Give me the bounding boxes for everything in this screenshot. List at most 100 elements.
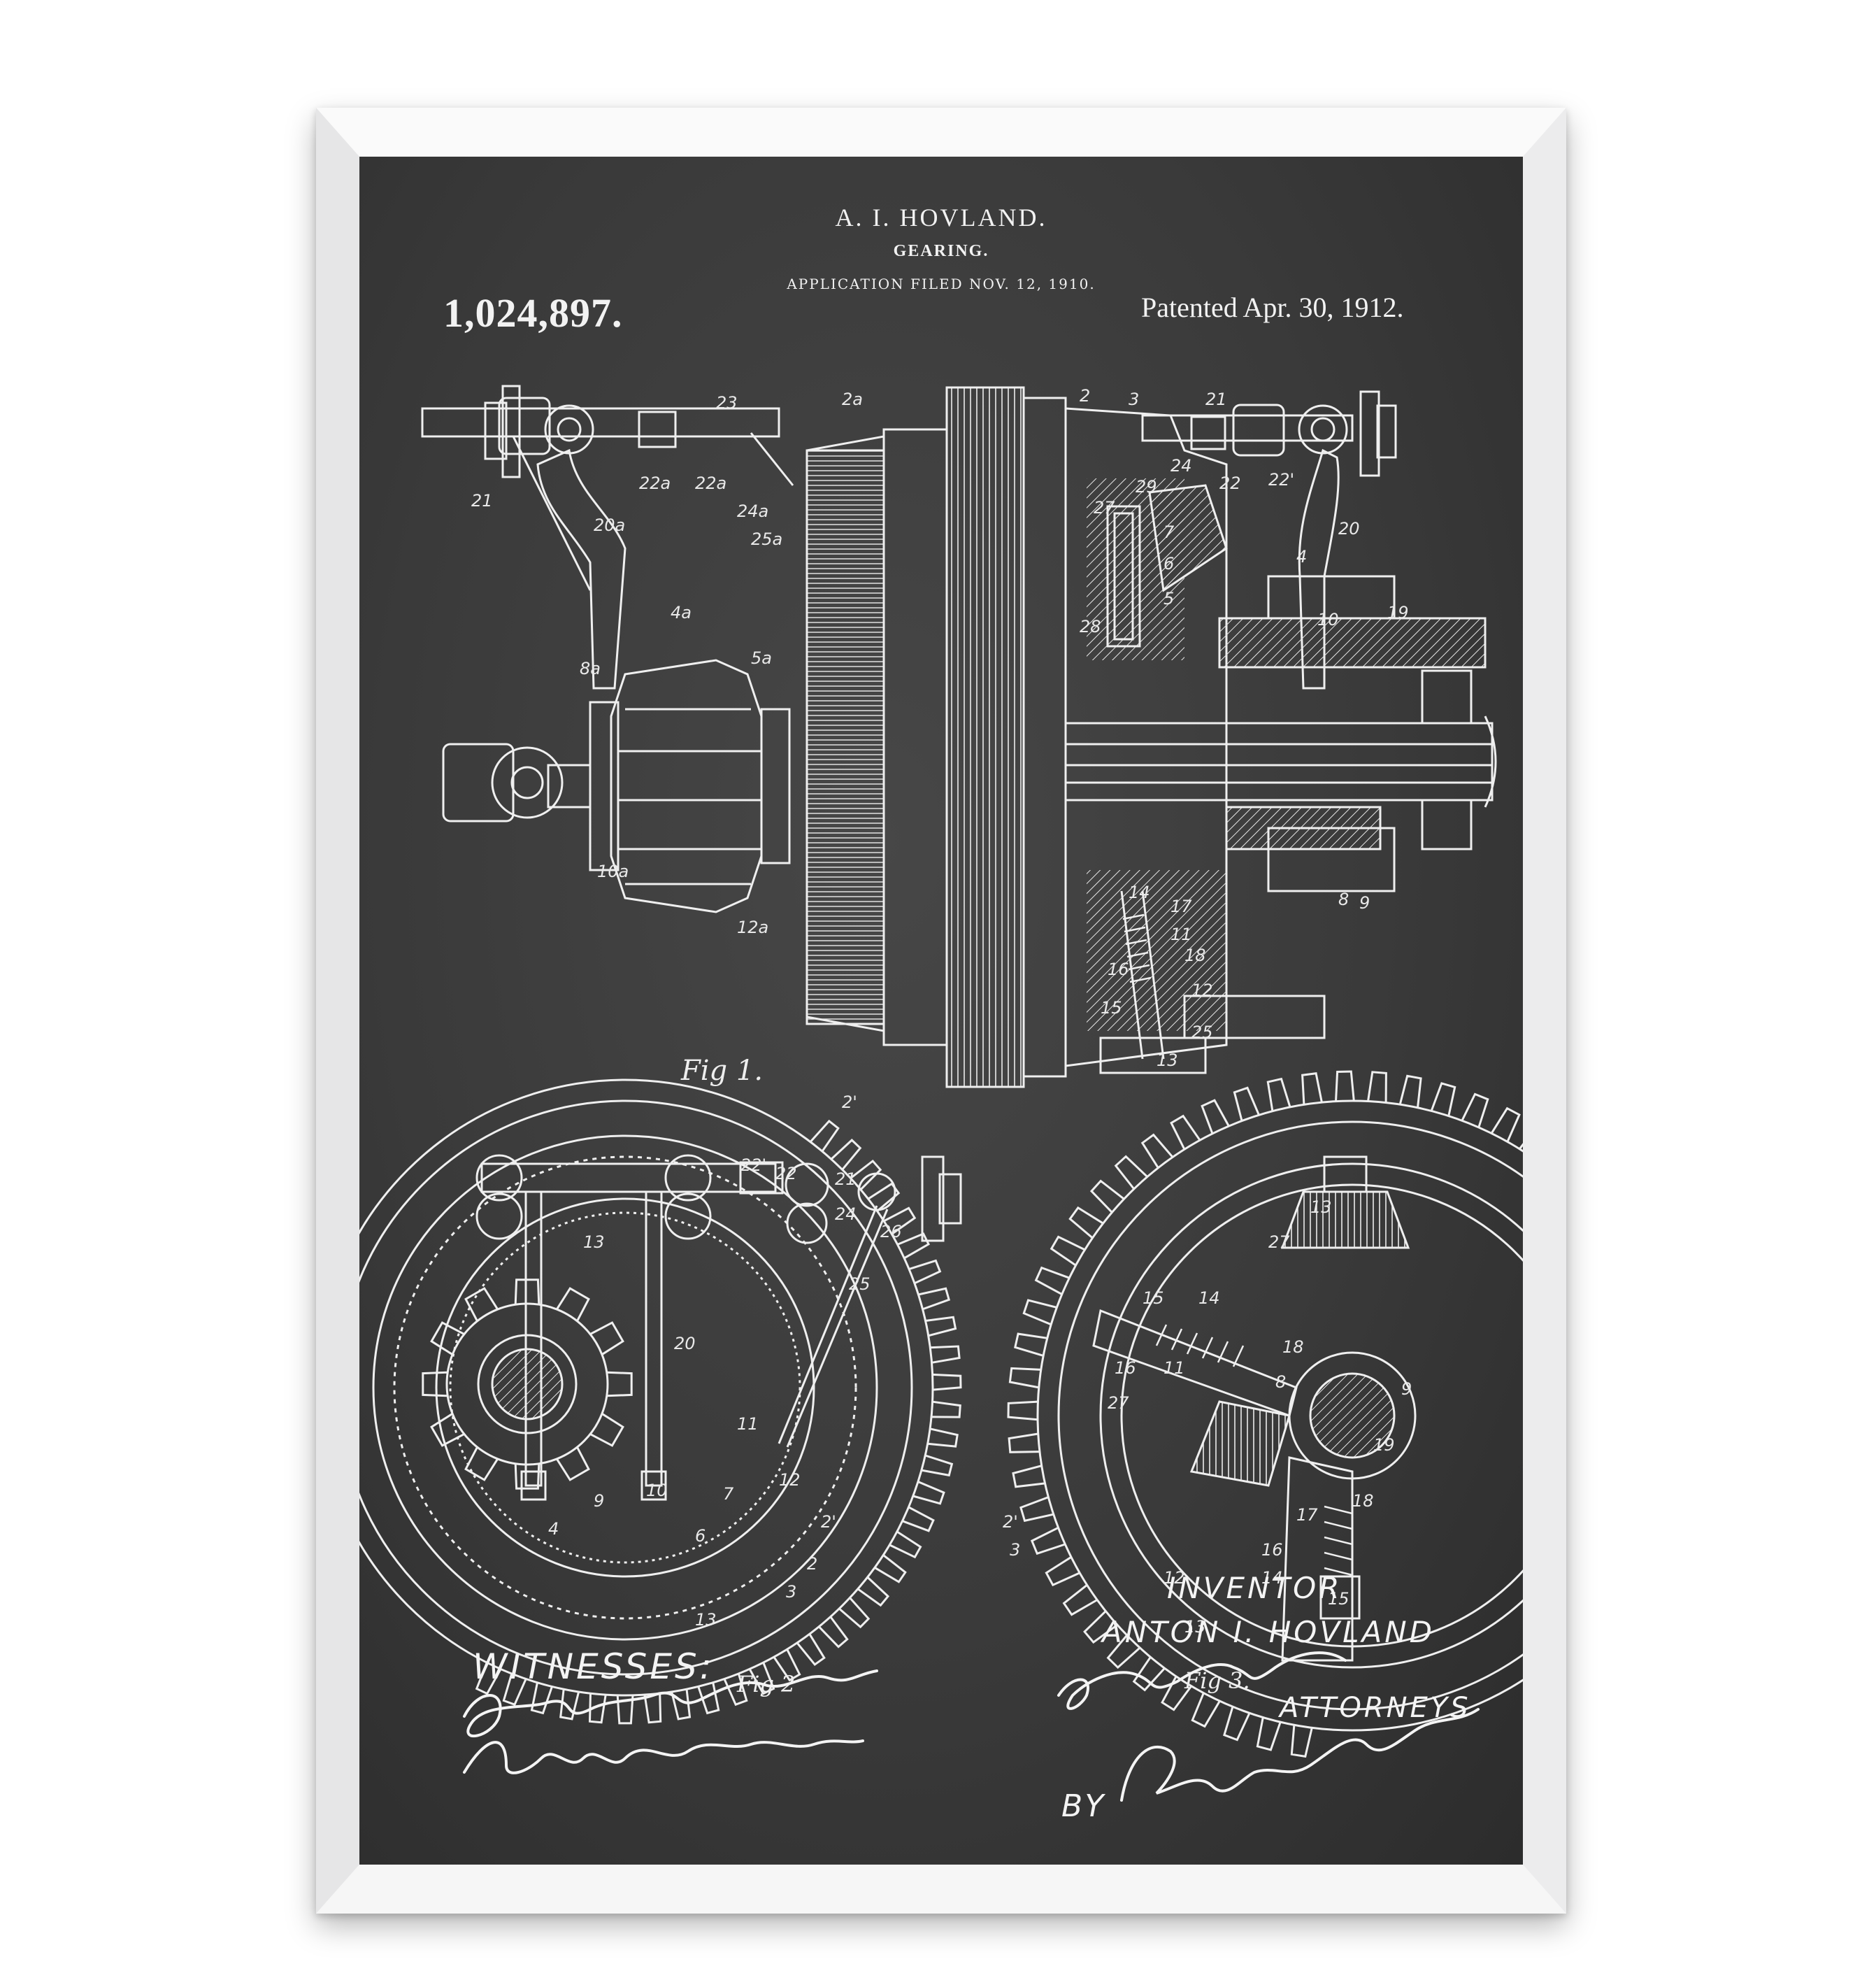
- figure-2-drawing: [359, 1078, 962, 1697]
- numeral: 25a: [751, 529, 782, 549]
- inventor-label: INVENTOR: [1167, 1571, 1342, 1605]
- figure-3-drawing: [1036, 1099, 1523, 1732]
- numeral: 13: [1184, 1617, 1206, 1637]
- numeral: 2a: [842, 390, 863, 409]
- numeral: 14: [1261, 1568, 1283, 1588]
- numeral: 9: [1401, 1379, 1412, 1399]
- numeral: 22: [1219, 473, 1241, 493]
- numeral: 2: [1080, 386, 1090, 406]
- patent-number: 1,024,897.: [443, 290, 623, 336]
- poster-frame: 23 2a 2 3 21 21 22a 22a 24a 25a 20a 4a 5…: [316, 108, 1566, 1914]
- numeral: 8: [1338, 890, 1349, 909]
- attorney-signatures: [1057, 1651, 1480, 1802]
- numeral: 27: [1268, 1232, 1290, 1252]
- patent-title: GEARING.: [893, 242, 989, 260]
- numeral: 18: [1282, 1337, 1304, 1357]
- numeral: 4: [548, 1519, 559, 1539]
- numeral: 24: [1170, 456, 1192, 476]
- figure-1-caption: Fig 1.: [680, 1055, 763, 1087]
- numeral: 13: [695, 1610, 717, 1630]
- frame-bevel: [316, 108, 1566, 1914]
- numeral: 2': [821, 1512, 836, 1532]
- numeral: 22': [740, 1155, 766, 1175]
- numeral: 2': [1003, 1512, 1018, 1532]
- numeral: 12a: [737, 918, 768, 937]
- numeral: 22': [1268, 470, 1294, 490]
- numeral: 10: [1317, 610, 1339, 629]
- numeral: 10: [646, 1481, 668, 1500]
- numeral: 17: [1296, 1505, 1318, 1525]
- numeral: 4: [1296, 547, 1307, 567]
- numeral: 18: [1184, 946, 1206, 965]
- numeral: 20: [674, 1334, 696, 1353]
- numeral: 24: [835, 1204, 857, 1224]
- numeral: 15: [1101, 998, 1122, 1018]
- numeral: 5a: [751, 648, 772, 668]
- numeral: 24a: [737, 501, 768, 521]
- numeral: 19: [1373, 1435, 1395, 1455]
- figure-1-drawing: [421, 385, 1497, 1088]
- numeral: 25: [1191, 1023, 1213, 1042]
- gear-teeth-path: [1007, 1070, 1523, 1758]
- numeral: 25: [849, 1274, 871, 1294]
- numeral: 22a: [695, 473, 726, 493]
- numeral: 20a: [594, 515, 625, 535]
- numeral: 2': [842, 1092, 857, 1112]
- numeral: 8: [1275, 1372, 1286, 1392]
- numeral: 27: [1094, 498, 1115, 518]
- inventor-name: ANTON I. HOVLAND: [1102, 1615, 1435, 1649]
- numeral: 16: [1108, 960, 1129, 979]
- numeral: 15: [1328, 1589, 1349, 1609]
- numeral: 22a: [639, 473, 671, 493]
- numeral: 26: [880, 1222, 902, 1241]
- numeral: 20: [1338, 519, 1360, 539]
- numeral: 3: [1129, 390, 1139, 409]
- numeral: 7: [723, 1484, 734, 1504]
- chalkboard-print: 23 2a 2 3 21 21 22a 22a 24a 25a 20a 4a 5…: [359, 157, 1523, 1865]
- numeral: 12: [1191, 981, 1213, 1000]
- patent-drawing: 23 2a 2 3 21 21 22a 22a 24a 25a 20a 4a 5…: [359, 385, 1523, 1802]
- numeral: 3: [786, 1582, 796, 1602]
- inventor-header: A. I. HOVLAND.: [835, 204, 1047, 232]
- numeral: 17: [1170, 897, 1192, 916]
- numeral: 10a: [597, 862, 629, 881]
- numeral: 2: [807, 1554, 817, 1574]
- application-filed: APPLICATION FILED NOV. 12, 1910.: [787, 276, 1096, 292]
- numeral: 16: [1261, 1540, 1283, 1560]
- patented-date: Patented Apr. 30, 1912.: [1141, 292, 1404, 323]
- numeral: 21: [1205, 390, 1227, 409]
- figure-3-gear-teeth: [1007, 1070, 1523, 1758]
- numeral: 23: [716, 393, 738, 413]
- figure-2-gear-teeth: [475, 1119, 962, 1725]
- numeral: 5: [1163, 589, 1174, 608]
- numeral: 18: [1352, 1491, 1374, 1511]
- numeral: 6: [695, 1526, 706, 1546]
- numeral: 12: [779, 1470, 801, 1490]
- numeral: 11: [737, 1414, 759, 1434]
- numeral: 19: [1387, 603, 1409, 622]
- numeral: 28: [1080, 617, 1101, 636]
- numeral: 8a: [580, 659, 601, 678]
- numeral: 6: [1163, 554, 1174, 574]
- figure-2-pinion-teeth: [422, 1279, 633, 1490]
- by-label: BY: [1061, 1788, 1107, 1824]
- numeral: 21: [835, 1169, 857, 1189]
- numeral: 21: [471, 491, 493, 511]
- numeral: 3: [1010, 1540, 1020, 1560]
- gear-teeth-path: [422, 1279, 633, 1490]
- numeral: 27: [1108, 1393, 1129, 1413]
- numeral: 29: [1136, 477, 1157, 497]
- numeral: 22: [775, 1164, 797, 1183]
- numeral: 9: [1359, 893, 1370, 913]
- numeral: 7: [1163, 522, 1175, 542]
- numeral: 16: [1115, 1358, 1136, 1378]
- witness-signatures: [463, 1669, 878, 1774]
- attorneys-label: ATTORNEYS: [1280, 1692, 1471, 1724]
- numeral: 4a: [671, 603, 692, 622]
- numeral: 14: [1198, 1288, 1220, 1308]
- numeral: 13: [1157, 1050, 1178, 1070]
- numeral: 13: [583, 1232, 605, 1252]
- numeral: 12: [1163, 1568, 1185, 1588]
- numeral: 14: [1129, 883, 1150, 902]
- gear-teeth-path: [475, 1119, 962, 1725]
